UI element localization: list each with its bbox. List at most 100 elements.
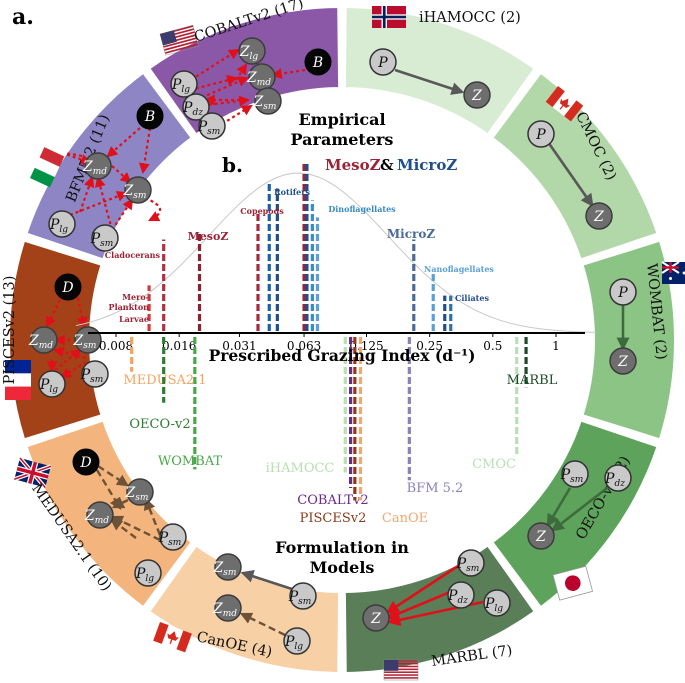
legend-meso: MesoZ bbox=[325, 156, 381, 174]
arrow-bfm-7 bbox=[94, 175, 114, 231]
model-label: CMOC bbox=[472, 457, 516, 472]
svg-text:P: P bbox=[535, 127, 546, 143]
node-oeco-psm: Psm bbox=[560, 460, 589, 488]
node-cobalt-psm: Psm bbox=[197, 112, 226, 140]
node-cobalt-pdz: Pdz bbox=[182, 93, 210, 121]
node-bfm-b: B bbox=[136, 102, 164, 130]
node-cobalt-b: B bbox=[304, 48, 332, 76]
x-tick-label: 0.063 bbox=[287, 339, 321, 353]
arrow-pisces-2 bbox=[76, 297, 88, 329]
x-tick-label: 0.125 bbox=[349, 339, 383, 353]
node-bfm-psm: Psm bbox=[90, 224, 119, 252]
arrow-ihamocc bbox=[394, 68, 465, 95]
x-tick-label: 0.25 bbox=[416, 339, 443, 353]
arrow-bfm-6 bbox=[111, 198, 134, 231]
model-label: OECO-v2 bbox=[129, 417, 190, 432]
empirical-label: Plankton bbox=[109, 302, 150, 312]
arrow-cobalt-1 bbox=[185, 48, 240, 84]
node-canoe-zsm: Zsm bbox=[213, 553, 242, 581]
x-tick-label: 1 bbox=[552, 339, 560, 353]
ring-label-pisces: PISCESv2 (13) bbox=[2, 276, 18, 385]
svg-text:P: P bbox=[377, 55, 388, 71]
svg-text:P: P bbox=[617, 285, 628, 301]
panel-label-b: b. bbox=[222, 153, 243, 177]
flag-italy-icon bbox=[30, 147, 65, 188]
model-label: WOMBAT bbox=[158, 454, 223, 469]
svg-text:D: D bbox=[79, 455, 91, 471]
arrow-medusa-2 bbox=[97, 464, 130, 487]
svg-text:Z: Z bbox=[535, 529, 546, 545]
arrow-cobalt-9 bbox=[270, 68, 306, 80]
empirical-label: MesoZ bbox=[188, 230, 229, 243]
empirical-label: Mero- bbox=[122, 292, 149, 302]
arrow-bfm-1 bbox=[106, 127, 141, 158]
empirical-label: Dinoflagellates bbox=[328, 204, 396, 214]
node-pisces-zmd: Zmd bbox=[28, 326, 58, 354]
node-ihamocc-z: Z bbox=[463, 81, 491, 109]
empirical-label: MicroZ bbox=[387, 227, 435, 241]
arrow-marbl-1 bbox=[385, 564, 459, 614]
node-oeco-z: Z bbox=[527, 522, 555, 550]
node-marbl-plg: Plg bbox=[483, 589, 511, 617]
arrow-bfm-3 bbox=[111, 165, 132, 184]
formulation-title-line1: Formulation in bbox=[275, 538, 409, 557]
arrow-canoe-2 bbox=[239, 612, 286, 637]
node-ihamocc-p: P bbox=[369, 48, 397, 76]
panel-label-a: a. bbox=[12, 4, 34, 30]
node-medusa-d: D bbox=[72, 448, 100, 476]
empirical-label: Nanoflagellates bbox=[424, 264, 494, 274]
node-bfm-plg: Plg bbox=[48, 210, 76, 238]
node-cobalt-zlg: Zlg bbox=[238, 37, 266, 65]
arrow-pisces-7 bbox=[54, 348, 82, 371]
x-tick-label: 0.016 bbox=[162, 339, 196, 353]
model-label: MARBL bbox=[507, 373, 558, 388]
node-medusa-zsm: Zsm bbox=[125, 478, 154, 506]
arrow-medusa-3 bbox=[111, 497, 129, 509]
node-medusa-psm: Psm bbox=[158, 523, 187, 551]
arrow-pisces-1 bbox=[46, 299, 61, 328]
model-label: CanOE bbox=[382, 511, 428, 526]
flag-uk-icon bbox=[13, 456, 52, 489]
x-tick-label: 0.5 bbox=[483, 339, 502, 353]
empirical-title-line2: Parameters bbox=[291, 130, 394, 149]
arrow-bfm-9 bbox=[144, 196, 162, 222]
svg-text:D: D bbox=[61, 280, 73, 296]
node-canoe-plg: Plg bbox=[283, 627, 311, 655]
flag-france-icon bbox=[5, 360, 31, 400]
flag-canada-icon bbox=[153, 622, 192, 653]
empirical-title-line1: Empirical bbox=[298, 110, 385, 129]
node-canoe-zmd: Zmd bbox=[212, 594, 242, 622]
ring-segment-cmoc bbox=[491, 71, 659, 261]
node-cobalt-plg: Plg bbox=[170, 70, 198, 98]
node-pisces-d: D bbox=[54, 273, 82, 301]
svg-text:Z: Z bbox=[617, 354, 628, 370]
node-marbl-z: Z bbox=[362, 604, 390, 632]
empirical-label: Cladocerans bbox=[105, 250, 161, 260]
flag-australia-icon bbox=[661, 261, 685, 284]
node-canoe-psm: Psm bbox=[288, 582, 317, 610]
svg-text:Z: Z bbox=[593, 209, 604, 225]
svg-text:Z: Z bbox=[471, 88, 482, 104]
arrow-pisces-5 bbox=[60, 361, 87, 379]
node-pisces-plg: Plg bbox=[38, 370, 66, 398]
arrow-canoe-1 bbox=[240, 570, 293, 591]
axis-label: Prescribed Grazing Index (d⁻¹) bbox=[209, 346, 476, 365]
empirical-label: Rotifers bbox=[274, 187, 310, 197]
node-wombat-z: Z bbox=[609, 347, 637, 375]
empirical-label: Ciliates bbox=[455, 293, 489, 303]
legend-amp: & bbox=[380, 156, 394, 174]
empirical-label: Larvae bbox=[119, 314, 149, 324]
empirical-label: Copepods bbox=[240, 206, 284, 216]
svg-text:Z: Z bbox=[370, 611, 381, 627]
ring-segment-marbl bbox=[343, 544, 537, 674]
node-bfm-zmd: Zmd bbox=[82, 152, 112, 180]
flag-norway-icon bbox=[372, 6, 406, 28]
ring-label-ihamocc: iHAMOCC (2) bbox=[419, 10, 521, 26]
flag-canada-icon bbox=[545, 86, 584, 122]
arrow-bfm-5 bbox=[69, 191, 129, 217]
arrow-cmoc bbox=[546, 141, 594, 208]
node-cobalt-zsm: Zsm bbox=[253, 87, 282, 115]
